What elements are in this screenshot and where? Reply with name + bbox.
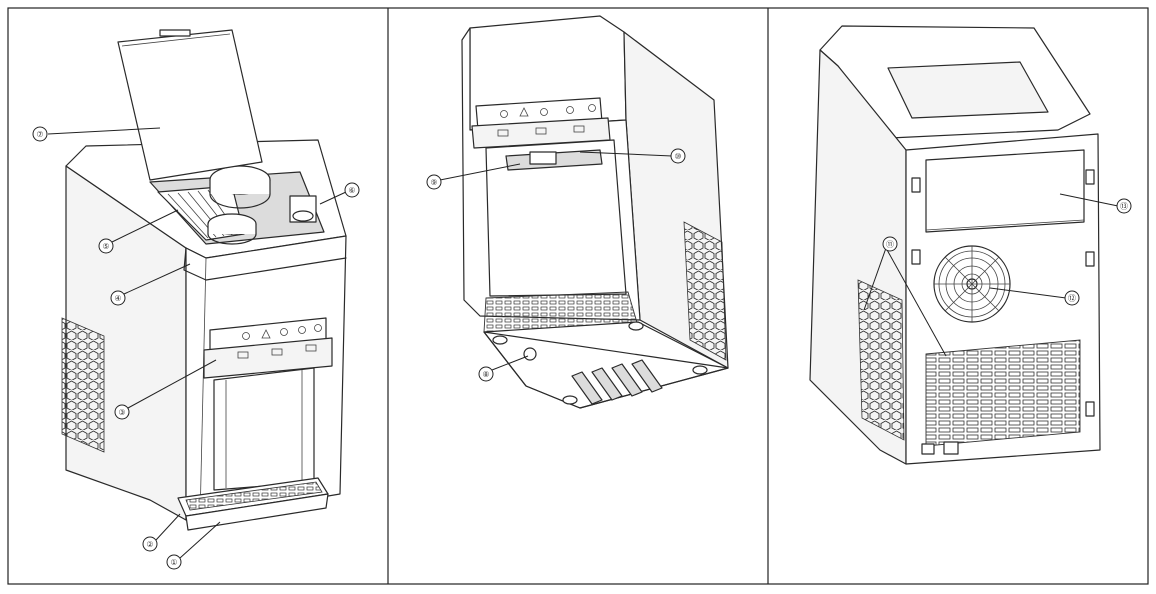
callout-7-marker (32, 126, 48, 142)
callout-3-marker (114, 404, 130, 420)
diagram-frame (7, 7, 1149, 585)
callout-8-marker (478, 366, 494, 382)
callout-9-marker (426, 174, 442, 190)
bottom-drain (523, 347, 537, 361)
bottom-view-control-panel (471, 97, 611, 149)
callout-8-label: ⑧ (482, 370, 489, 379)
callout-4-marker (110, 290, 126, 306)
rear-connector-2 (943, 441, 959, 455)
rear-top-inset (887, 61, 1049, 119)
fan (933, 245, 1011, 323)
rear-grill (925, 339, 1081, 447)
clip-right-top (1085, 169, 1095, 185)
callout-12-marker (1064, 290, 1080, 306)
rear-side-vents (857, 279, 905, 441)
foot-1 (492, 335, 508, 345)
clip-left-mid (911, 249, 921, 265)
dispense-cavity (213, 367, 315, 491)
callout-1-marker (166, 554, 182, 570)
front-side-vents (61, 317, 105, 453)
rear-connector-1 (921, 443, 935, 455)
clip-left-top (911, 177, 921, 193)
control-panel (203, 317, 333, 379)
foot-4 (562, 395, 578, 405)
callout-9-label: ⑨ (430, 178, 437, 187)
lid-rim (121, 33, 231, 47)
front-view-panel: ⑦ ⑤ ⑥ ④ ③ ② ① (32, 29, 360, 570)
callout-13-label: ⑬ (1120, 202, 1128, 211)
callout-7-label: ⑦ (36, 130, 43, 139)
callout-6-label: ⑥ (348, 186, 355, 195)
callout-2-marker (142, 536, 158, 552)
lid (117, 29, 263, 181)
clip-right-mid (1085, 251, 1095, 267)
callout-2-label: ② (146, 540, 153, 549)
callout-group-rear: ⑪ ⑫ ⑬ (863, 193, 1132, 357)
water-cup (289, 195, 317, 223)
callout-11-label: ⑪ (886, 240, 894, 249)
dispenser-outlet (529, 151, 557, 165)
top-band (183, 247, 347, 281)
foot-2 (628, 321, 644, 331)
callout-group-bottom: ⑨ ⑩ ⑧ (426, 148, 686, 382)
callout-3-label: ③ (118, 408, 125, 417)
drip-tray (177, 477, 329, 531)
callout-13-marker (1116, 198, 1132, 214)
callout-10-marker (670, 148, 686, 164)
callout-5-marker (98, 238, 114, 254)
callout-4-label: ④ (114, 294, 121, 303)
front-face-edge (199, 257, 207, 521)
callout-5-label: ⑤ (102, 242, 109, 251)
back-panel (925, 149, 1085, 233)
rear-view-panel: ⑪ ⑫ ⑬ (809, 25, 1132, 465)
clip-right-bottom (1085, 401, 1095, 417)
callout-11-marker (882, 236, 898, 252)
bottom-vent-slots (571, 359, 663, 405)
bottom-view-panel: ⑨ ⑩ ⑧ (426, 15, 729, 409)
lid-handle (159, 29, 191, 37)
callout-6-marker (344, 182, 360, 198)
bottom-view-side-vents (683, 221, 727, 361)
reservoir-cap-bottom (207, 213, 257, 245)
callout-1-label: ① (170, 558, 177, 567)
callout-group-front: ⑦ ⑤ ⑥ ④ ③ ② ① (32, 126, 360, 570)
foot-3 (692, 365, 708, 375)
callout-12-label: ⑫ (1068, 294, 1076, 303)
callout-10-label: ⑩ (674, 152, 681, 161)
